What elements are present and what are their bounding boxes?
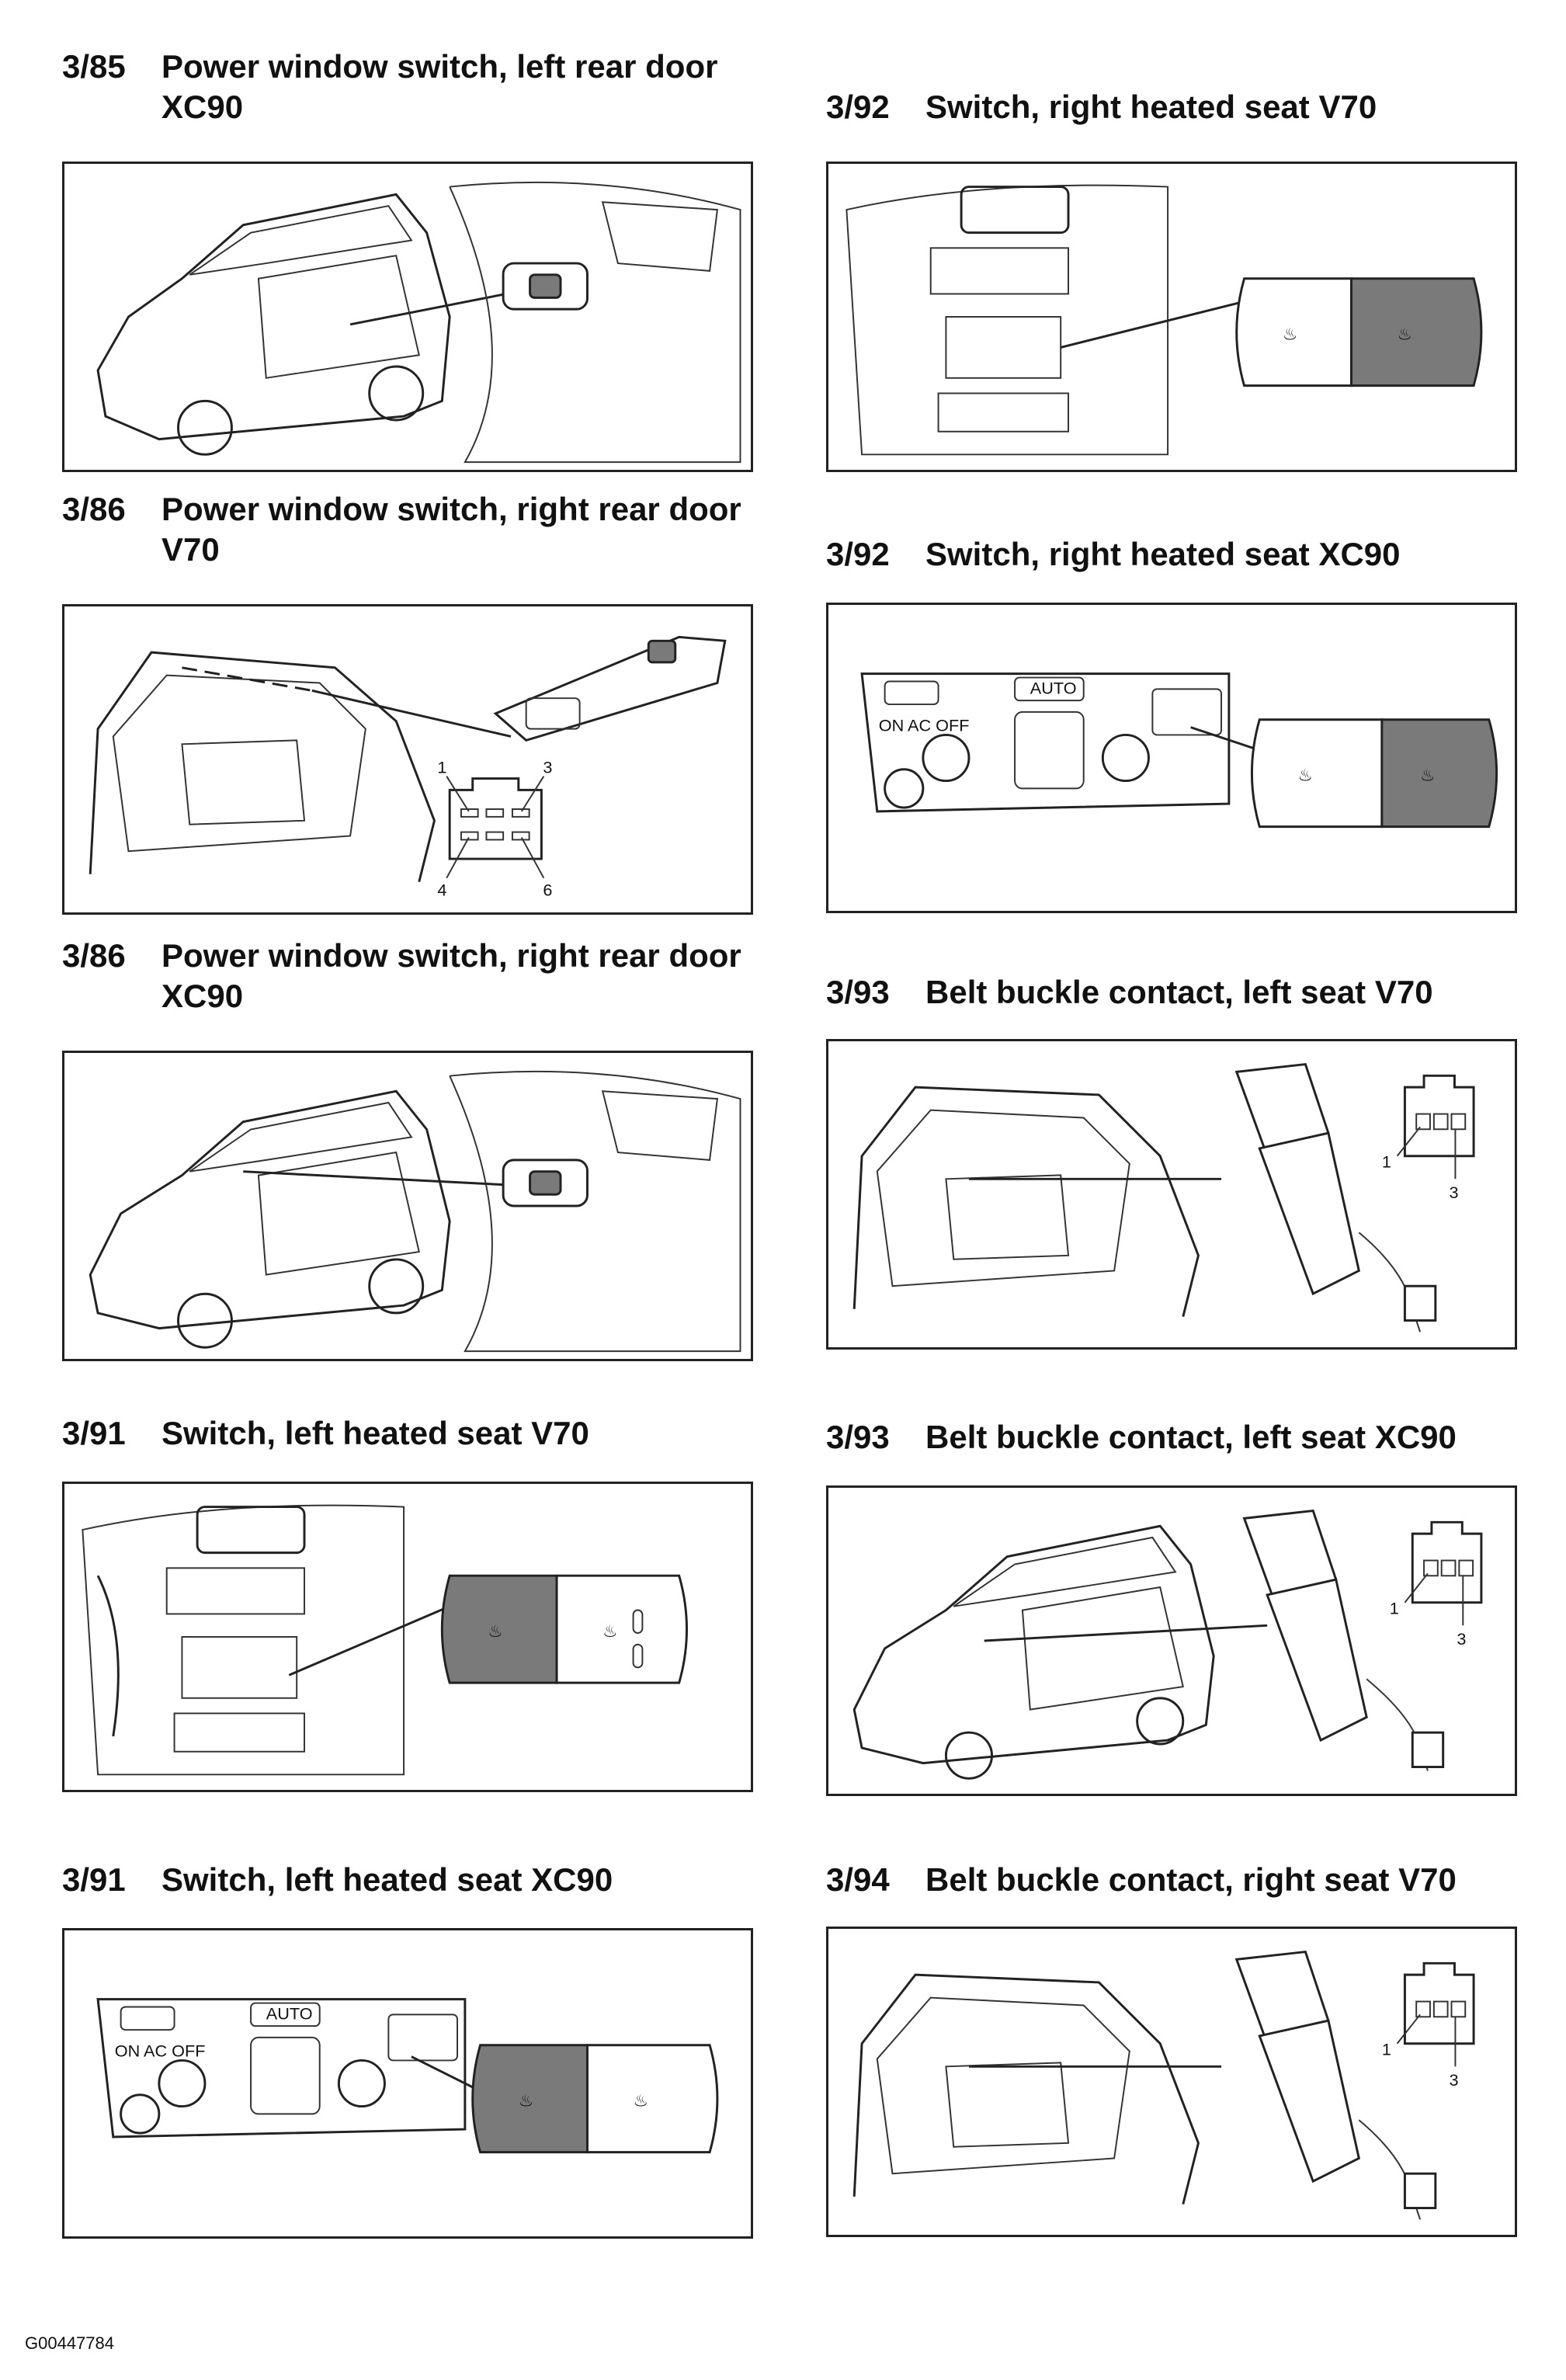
suv-door-switch-illustration (89, 1070, 741, 1353)
diagram-panel: 1 3 4 6 (62, 604, 753, 915)
ref-number: 3/86 (62, 937, 126, 974)
caption-title: Power window switch, left rear door (161, 48, 718, 85)
pin-label: 3 (1450, 1183, 1459, 1202)
hvac-button-label: ON AC OFF (115, 2041, 206, 2061)
pin-label: 1 (1390, 1599, 1399, 1618)
hvac-button-label: ON AC OFF (879, 716, 970, 735)
svg-text:♨: ♨ (1398, 325, 1412, 344)
diagram-panel: 1 3 (826, 1927, 1517, 2237)
diagram-panel: ♨ ♨ (62, 1482, 753, 1792)
pin-label: 6 (543, 880, 552, 899)
svg-text:♨: ♨ (602, 1621, 617, 1641)
svg-text:♨: ♨ (519, 2091, 533, 2111)
dashboard-seat-switch-illustration: ♨ ♨ (82, 1504, 689, 1776)
caption-title: Power window switch, right rear door (161, 937, 741, 974)
caption-title: Power window switch, right rear door (161, 491, 741, 527)
caption-title: Switch, right heated seat V70 (925, 89, 1377, 125)
caption-title: Switch, left heated seat XC90 (161, 1861, 613, 1898)
caption-title: Belt buckle contact, right seat V70 (925, 1861, 1457, 1898)
diagram-panel (62, 1051, 753, 1361)
caption-model: V70 (161, 531, 220, 568)
pin-label: 1 (1382, 1152, 1391, 1172)
diagram-panel (62, 162, 753, 472)
diagram-panel: ON AC OFF AUTO ♨ ♨ (62, 1928, 753, 2239)
caption-model: XC90 (161, 978, 244, 1014)
diagram-panel: 1 3 (826, 1039, 1517, 1350)
diagram-panel: ON AC OFF AUTO ♨ ♨ (826, 603, 1517, 913)
diagram-panel: ♨ ♨ (826, 162, 1517, 472)
ref-number: 3/94 (826, 1861, 890, 1898)
pin-label: 4 (437, 880, 446, 899)
svg-text:♨: ♨ (1420, 766, 1435, 785)
svg-text:♨: ♨ (488, 1621, 502, 1641)
pin-label: 1 (1382, 2040, 1391, 2059)
ref-number: 3/93 (826, 974, 890, 1010)
auto-button-label: AUTO (266, 2003, 313, 2023)
belt-buckle-suv-illustration: 1 3 (852, 1509, 1483, 1780)
caption-title: Switch, right heated seat XC90 (925, 536, 1401, 572)
ref-number: 3/92 (826, 89, 890, 125)
svg-text:♨: ♨ (634, 2091, 648, 2111)
caption-title: Belt buckle contact, left seat XC90 (925, 1419, 1457, 1455)
ref-number: 3/91 (62, 1861, 126, 1898)
hvac-seat-switch-illustration: ON AC OFF AUTO ♨ ♨ (860, 672, 1498, 829)
ref-number: 3/91 (62, 1415, 126, 1451)
caption-model: XC90 (161, 89, 244, 125)
diagram-panel: 1 3 (826, 1485, 1517, 1796)
belt-buckle-illustration: 1 3 (852, 1950, 1475, 2220)
pin-label: 3 (543, 758, 552, 777)
ref-number: 3/86 (62, 491, 126, 527)
caption-title: Belt buckle contact, left seat V70 (925, 974, 1433, 1010)
ref-number: 3/92 (826, 536, 890, 572)
caption-title: Switch, left heated seat V70 (161, 1415, 589, 1451)
dashboard-seat-switch-illustration: ♨ ♨ (846, 184, 1483, 456)
auto-button-label: AUTO (1030, 678, 1077, 697)
belt-buckle-illustration: 1 3 (852, 1062, 1475, 1332)
pin-label: 3 (1450, 2070, 1459, 2090)
suv-door-switch-illustration (96, 181, 741, 464)
svg-text:♨: ♨ (1283, 325, 1297, 344)
car-interior-connector-illustration: 1 3 4 6 (89, 635, 727, 899)
pin-label: 3 (1457, 1629, 1466, 1649)
svg-text:♨: ♨ (1298, 766, 1313, 785)
footer-code: G00447784 (25, 2333, 114, 2353)
hvac-seat-switch-illustration: ON AC OFF AUTO ♨ ♨ (96, 1998, 719, 2154)
pin-label: 1 (437, 758, 446, 777)
ref-number: 3/85 (62, 48, 126, 85)
ref-number: 3/93 (826, 1419, 890, 1455)
